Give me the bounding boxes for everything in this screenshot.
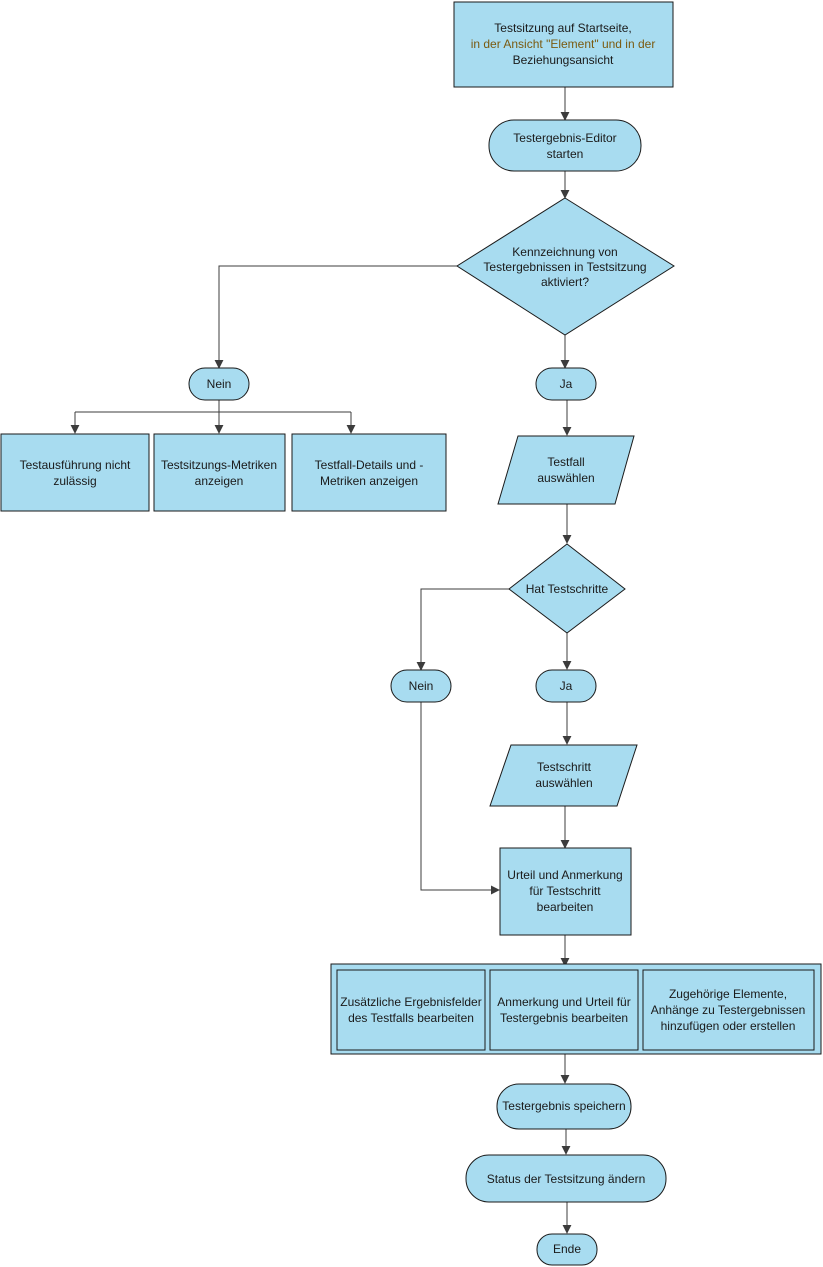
terminator-shape bbox=[188, 367, 250, 401]
decision-diamond bbox=[508, 543, 626, 634]
node-status[interactable]: Status der Testsitzung ändern bbox=[465, 1154, 667, 1203]
process-box bbox=[642, 969, 815, 1051]
label-line: Urteil und Anmerkung bbox=[507, 868, 622, 882]
label-line: auswählen bbox=[537, 471, 594, 485]
label: Testergebnis speichern bbox=[502, 1099, 625, 1113]
label: Ja bbox=[560, 679, 573, 693]
node-edit-step[interactable]: Urteil und Anmerkung für Testschritt bea… bbox=[499, 847, 632, 936]
node-end[interactable]: Ende bbox=[536, 1233, 598, 1266]
node-decision2[interactable]: Hat Testschritte bbox=[508, 543, 626, 634]
node-group[interactable]: Zusätzliche Ergebnisfelder des Testfalls… bbox=[330, 963, 822, 1055]
label-line: Testsitzungs-Metriken bbox=[161, 458, 277, 472]
label-line: zulässig bbox=[53, 474, 96, 488]
node-ja1[interactable]: Ja bbox=[535, 367, 597, 401]
node-save[interactable]: Testergebnis speichern bbox=[496, 1083, 632, 1130]
process-box bbox=[291, 433, 447, 512]
label-line: Kennzeichnung von bbox=[512, 245, 617, 259]
label-line: auswählen bbox=[535, 776, 592, 790]
label-line: Testsitzung auf Startseite, bbox=[494, 21, 631, 35]
label-line: hinzufügen oder erstellen bbox=[661, 1019, 796, 1033]
terminator-shape bbox=[496, 1083, 632, 1130]
node-group-related[interactable]: Zugehörige Elemente, Anhänge zu Testerge… bbox=[642, 969, 815, 1051]
label-line: Zusätzliche Ergebnisfelder bbox=[340, 995, 481, 1009]
label-line-accent: in der Ansicht "Element" und in der bbox=[471, 37, 656, 51]
process-box bbox=[0, 433, 150, 512]
label-line: Testfall bbox=[547, 455, 584, 469]
node-session-metrics[interactable]: Testsitzungs-Metriken anzeigen bbox=[153, 433, 286, 512]
node-select-case[interactable]: Testfall auswählen bbox=[497, 435, 635, 505]
node-select-step[interactable]: Testschritt auswählen bbox=[489, 744, 638, 807]
terminator-shape bbox=[535, 367, 597, 401]
input-parallelogram bbox=[497, 435, 635, 505]
input-parallelogram bbox=[489, 744, 638, 807]
label-line: anzeigen bbox=[195, 474, 244, 488]
label: Status der Testsitzung ändern bbox=[487, 1172, 646, 1186]
node-nein1[interactable]: Nein bbox=[188, 367, 250, 401]
process-box bbox=[499, 847, 632, 936]
label-line: Testergebnissen in Testsitzung bbox=[483, 260, 646, 274]
terminator-shape bbox=[535, 669, 597, 703]
label: Ja bbox=[560, 377, 573, 391]
connector-nein2-editstep bbox=[420, 702, 500, 895]
label-line: bearbeiten bbox=[537, 900, 594, 914]
label-line: Beziehungsansicht bbox=[513, 53, 614, 67]
process-box bbox=[153, 433, 286, 512]
label-line: Metriken anzeigen bbox=[320, 474, 418, 488]
label: Ende bbox=[553, 1242, 581, 1256]
decision-diamond bbox=[456, 197, 675, 336]
node-decision1[interactable]: Kennzeichnung von Testergebnissen in Tes… bbox=[456, 197, 675, 336]
terminator-shape bbox=[488, 119, 642, 172]
label-line: Testergebnis bearbeiten bbox=[500, 1011, 628, 1025]
terminator-shape bbox=[390, 669, 452, 703]
label-line: Anhänge zu Testergebnissen bbox=[651, 1003, 806, 1017]
label-line: Testfall-Details und - bbox=[315, 458, 424, 472]
terminator-shape bbox=[465, 1154, 667, 1203]
process-box bbox=[453, 1, 674, 88]
process-box bbox=[336, 969, 486, 1051]
terminator-shape bbox=[536, 1233, 598, 1266]
node-editor[interactable]: Testergebnis-Editor starten bbox=[488, 119, 642, 172]
node-start[interactable]: Testsitzung auf Startseite, in der Ansic… bbox=[453, 1, 674, 88]
connector-decision1-nein1 bbox=[214, 265, 457, 369]
node-no-exec[interactable]: Testausführung nicht zulässig bbox=[0, 433, 150, 512]
connector-decision2-nein2 bbox=[416, 588, 509, 671]
node-group-comment[interactable]: Anmerkung und Urteil für Testergebnis be… bbox=[489, 969, 639, 1051]
connectors bbox=[70, 87, 572, 1234]
process-box bbox=[489, 969, 639, 1051]
label-line: Zugehörige Elemente, bbox=[669, 987, 787, 1001]
label: Nein bbox=[207, 377, 232, 391]
node-nein2[interactable]: Nein bbox=[390, 669, 452, 703]
label-line: Testergebnis-Editor bbox=[513, 131, 616, 145]
label-line: aktiviert? bbox=[541, 275, 589, 289]
label-line: für Testschritt bbox=[529, 884, 601, 898]
node-group-fields[interactable]: Zusätzliche Ergebnisfelder des Testfalls… bbox=[336, 969, 486, 1051]
label-line: Testausführung nicht bbox=[20, 458, 131, 472]
node-case-details[interactable]: Testfall-Details und - Metriken anzeigen bbox=[291, 433, 447, 512]
label-line: des Testfalls bearbeiten bbox=[348, 1011, 474, 1025]
label: Nein bbox=[409, 679, 434, 693]
label: Hat Testschritte bbox=[526, 582, 609, 596]
label-line: Testschritt bbox=[537, 760, 592, 774]
label-line: Anmerkung und Urteil für bbox=[497, 995, 630, 1009]
label-line: starten bbox=[547, 147, 584, 161]
node-ja2[interactable]: Ja bbox=[535, 669, 597, 703]
